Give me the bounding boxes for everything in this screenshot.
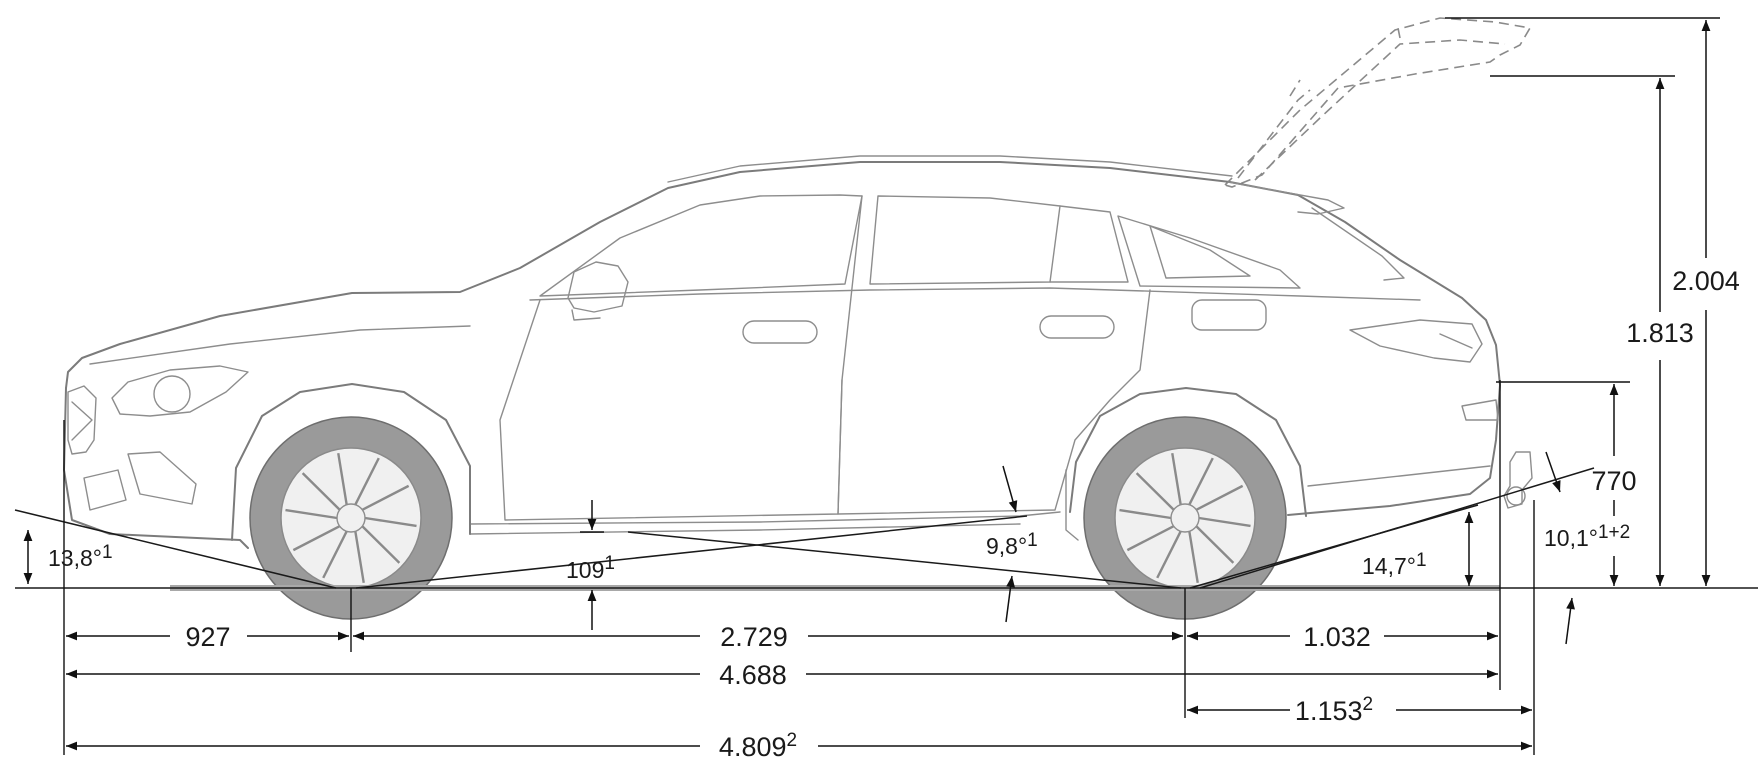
- rear-overhang-hitch-label: 1.1532: [1295, 694, 1373, 726]
- front-door-handle: [742, 320, 818, 344]
- rear-wheel: [1083, 416, 1287, 620]
- loading-sill-height-label: 770: [1591, 466, 1636, 496]
- rear-overhang-label: 1.032: [1303, 622, 1371, 652]
- wheel-spoke: [1126, 525, 1175, 552]
- rear-door-handle: [1039, 315, 1115, 339]
- wheel-spoke: [354, 457, 380, 506]
- tow-hitch: [1503, 451, 1533, 509]
- wheel-spoke: [337, 453, 348, 505]
- extension-lines: [63, 17, 1720, 755]
- approach-angle-label: 13,8°1: [48, 542, 113, 571]
- wheel-spoke: [1135, 472, 1175, 511]
- wheel-spoke: [1195, 484, 1244, 511]
- departure-angle-hitch-label: 10,1°1+2: [1544, 522, 1630, 551]
- vehicle-silhouette: [63, 17, 1533, 620]
- rear-door: [837, 289, 1151, 515]
- rear-wheel-arch: [1069, 387, 1307, 517]
- front-overhang-label: 927: [185, 622, 230, 652]
- angle-lines: [14, 467, 1595, 589]
- wheelbase-label: 2.729: [720, 622, 788, 652]
- wheel-spoke: [364, 516, 417, 528]
- front-wheel: [249, 416, 453, 620]
- wheel-spoke: [1188, 531, 1199, 583]
- wheel-spoke: [354, 531, 365, 583]
- wheel-spoke: [361, 484, 410, 511]
- front-bumper-vent: [127, 451, 197, 505]
- wheel-spoke: [322, 530, 348, 579]
- wheel-spoke: [1195, 525, 1235, 564]
- body-outline: [65, 161, 1501, 516]
- wheel-spoke: [301, 472, 341, 511]
- wheel-spoke: [1198, 516, 1251, 528]
- overall-length-hitch-label: 4.8092: [719, 730, 797, 760]
- wheel-spoke: [292, 525, 341, 552]
- height-tailgate-open-label: 2.004: [1672, 266, 1740, 296]
- ground-clearance-label: 1091: [566, 553, 615, 583]
- height-dimensions: [23, 20, 1711, 645]
- rear-window: [869, 195, 1061, 285]
- ramp-angle-label: 9,8°1: [986, 530, 1038, 559]
- open-tailgate: [1223, 17, 1532, 188]
- tail-light: [1349, 319, 1483, 363]
- wheel-spoke: [1156, 530, 1182, 579]
- length-dimensions: [66, 631, 1532, 751]
- front-window: [539, 194, 863, 297]
- headlight: [111, 365, 249, 417]
- wheel-spoke: [285, 508, 338, 520]
- dimension-labels: 927 2.729 1.032 4.688 1.1532 4.8092 2.00…: [48, 266, 1740, 760]
- wheel-spoke: [1188, 457, 1214, 506]
- front-door: [499, 195, 863, 521]
- departure-angle-label: 14,7°1: [1362, 550, 1427, 579]
- grille: [67, 385, 97, 455]
- wheel-spoke: [361, 525, 401, 564]
- wheel-spoke: [1171, 453, 1182, 505]
- overall-length-label: 4.688: [719, 660, 787, 690]
- side-mirror: [567, 261, 629, 313]
- quarter-window: [1117, 215, 1301, 289]
- fuel-flap: [1191, 299, 1267, 331]
- height-label: 1.813: [1626, 318, 1694, 348]
- front-wheel-arch: [231, 383, 471, 541]
- wheel-spoke: [1119, 508, 1172, 520]
